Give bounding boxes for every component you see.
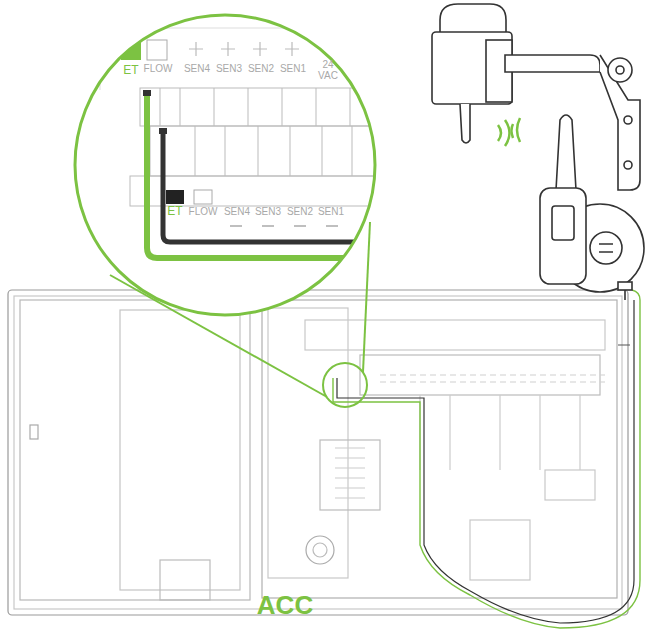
terminal-label: SEN2 [284, 207, 316, 218]
wireless-signal [498, 118, 520, 146]
terminal-label: SEN3 [252, 207, 284, 218]
controller-body [8, 290, 628, 615]
terminal-label: SEN4 [221, 207, 253, 218]
terminal-label: SEN3 [213, 64, 245, 75]
wireless-receiver [540, 115, 644, 300]
terminal-label: FLOW [140, 64, 176, 75]
controller-name: ACC [235, 592, 335, 619]
terminal-label: SEN4 [181, 64, 213, 75]
terminal-label: ET [116, 64, 146, 77]
terminal-zoom [70, 10, 390, 320]
terminal-label: 24 VAC [317, 60, 339, 81]
terminal-label: SEN1 [277, 64, 309, 75]
sensor-cable [333, 290, 640, 628]
solar-sync-sensor [432, 4, 640, 190]
terminal-label: SEN2 [245, 64, 277, 75]
terminal-label: FLOW [185, 207, 221, 218]
terminal-label: SEN1 [315, 207, 347, 218]
terminal-label: ET [160, 205, 190, 218]
